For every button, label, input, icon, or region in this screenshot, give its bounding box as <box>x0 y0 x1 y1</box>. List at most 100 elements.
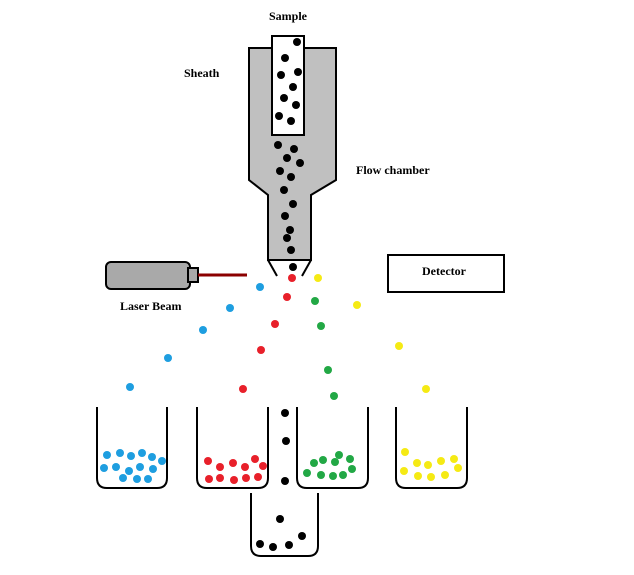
black-particle <box>289 263 297 271</box>
blue-particle <box>126 383 134 391</box>
blue-particle <box>144 475 152 483</box>
laser-tip <box>187 267 199 283</box>
collection-tube-yellow <box>395 407 468 489</box>
blue-particle <box>125 467 133 475</box>
green-particle <box>311 297 319 305</box>
red-particle <box>259 462 267 470</box>
green-particle <box>319 456 327 464</box>
black-particle <box>298 532 306 540</box>
black-particle <box>287 246 295 254</box>
yellow-particle <box>454 464 462 472</box>
blue-particle <box>138 449 146 457</box>
black-particle <box>276 167 284 175</box>
yellow-particle <box>395 342 403 350</box>
green-particle <box>310 459 318 467</box>
green-particle <box>303 469 311 477</box>
flow-chamber <box>248 35 337 277</box>
sample-label: Sample <box>269 9 308 24</box>
red-particle <box>205 475 213 483</box>
black-particle <box>281 409 289 417</box>
red-particle <box>216 463 224 471</box>
blue-particle <box>164 354 172 362</box>
black-particle <box>289 83 297 91</box>
blue-particle <box>103 451 111 459</box>
green-particle <box>335 451 343 459</box>
yellow-particle <box>314 274 322 282</box>
blue-particle <box>256 283 264 291</box>
collection-tube-blue <box>96 407 168 489</box>
yellow-particle <box>450 455 458 463</box>
blue-particle <box>127 452 135 460</box>
black-particle <box>256 540 264 548</box>
black-particle <box>276 515 284 523</box>
red-particle <box>283 293 291 301</box>
black-particle <box>287 117 295 125</box>
nozzle-left-edge <box>267 259 278 277</box>
collection-tubes <box>96 407 468 557</box>
red-particle <box>242 474 250 482</box>
laser-housing <box>105 261 191 290</box>
blue-particle <box>158 457 166 465</box>
black-particle <box>283 234 291 242</box>
black-particle <box>296 159 304 167</box>
black-particle <box>293 38 301 46</box>
blue-particle <box>116 449 124 457</box>
red-particle <box>288 274 296 282</box>
yellow-particle <box>424 461 432 469</box>
flow-chamber-label: Flow chamber <box>356 163 430 178</box>
blue-particle <box>226 304 234 312</box>
green-particle <box>330 392 338 400</box>
blue-particle <box>199 326 207 334</box>
green-particle <box>329 472 337 480</box>
yellow-particle <box>441 471 449 479</box>
red-particle <box>239 385 247 393</box>
black-particle <box>280 186 288 194</box>
green-particle <box>317 471 325 479</box>
yellow-particle <box>413 459 421 467</box>
red-particle <box>216 474 224 482</box>
sheath-label: Sheath <box>184 66 220 81</box>
collection-tube-green <box>296 407 369 489</box>
black-particle <box>287 173 295 181</box>
red-particle <box>254 473 262 481</box>
yellow-particle <box>422 385 430 393</box>
yellow-particle <box>437 457 445 465</box>
blue-particle <box>149 465 157 473</box>
black-particle <box>289 200 297 208</box>
red-particle <box>271 320 279 328</box>
yellow-particle <box>427 473 435 481</box>
red-particle <box>257 346 265 354</box>
blue-particle <box>119 474 127 482</box>
black-particle <box>275 112 283 120</box>
blue-particle <box>100 464 108 472</box>
yellow-particle <box>414 472 422 480</box>
laser <box>105 261 247 290</box>
yellow-particle <box>401 448 409 456</box>
collection-tube-red <box>196 407 269 489</box>
black-particle <box>286 226 294 234</box>
nozzle-right-edge <box>301 259 312 277</box>
red-particle <box>229 459 237 467</box>
detector-box <box>387 254 505 293</box>
black-particle <box>280 94 288 102</box>
laser-beam-label: Laser Beam <box>120 299 182 314</box>
black-particle <box>281 54 289 62</box>
red-particle <box>204 457 212 465</box>
green-particle <box>339 471 347 479</box>
black-particle <box>292 101 300 109</box>
black-particle <box>269 543 277 551</box>
yellow-particle <box>353 301 361 309</box>
black-particle <box>285 541 293 549</box>
black-particle <box>290 145 298 153</box>
blue-particle <box>112 463 120 471</box>
blue-particle <box>133 475 141 483</box>
green-particle <box>331 458 339 466</box>
red-particle <box>251 455 259 463</box>
black-particle <box>281 212 289 220</box>
blue-particle <box>148 453 156 461</box>
black-particle <box>281 477 289 485</box>
black-particle <box>294 68 302 76</box>
yellow-particle <box>400 467 408 475</box>
